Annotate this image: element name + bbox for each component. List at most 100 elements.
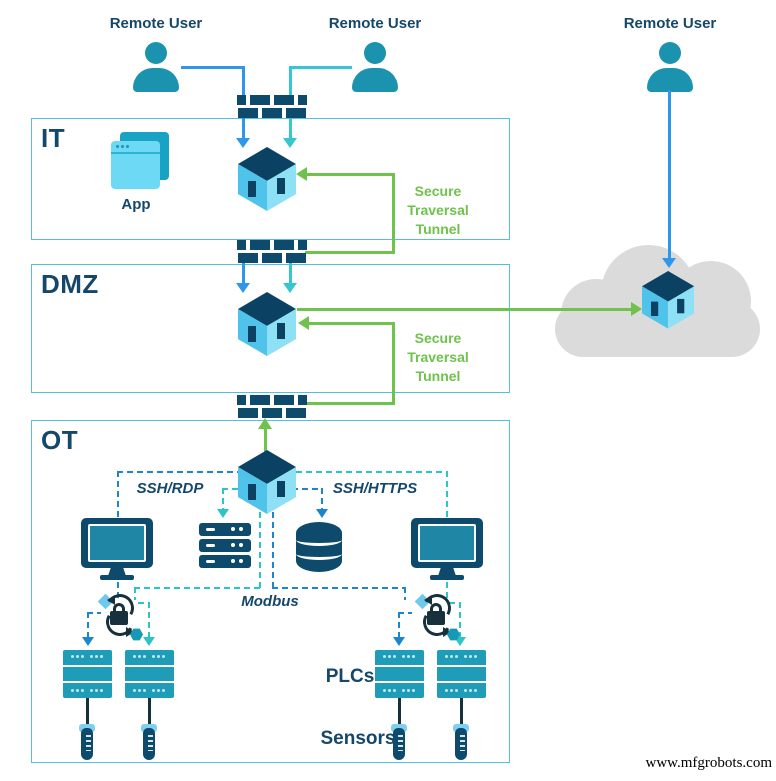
sensor-icon (453, 724, 469, 761)
line-segment (292, 488, 323, 490)
brick (262, 108, 282, 118)
encryption-lock-icon-left (94, 590, 146, 644)
firewall-row (237, 395, 307, 405)
app-icon (111, 132, 171, 190)
brick (274, 95, 294, 105)
window-titlebar (111, 152, 160, 154)
database-line (296, 534, 342, 546)
brick (286, 408, 306, 418)
remote-user-2-label: Remote User (328, 15, 422, 32)
line-segment (272, 512, 274, 588)
dmz-zone-box: DMZ (31, 264, 510, 393)
line-segment (289, 66, 292, 98)
sensor-ticks (460, 735, 465, 751)
secure-tunnel-it-label: Secure Traversal Tunnel (407, 183, 469, 237)
arrowhead-down (143, 637, 155, 646)
firewall-row (238, 408, 306, 418)
person-head (364, 42, 386, 64)
arrowhead-down (393, 637, 405, 646)
line-segment (446, 471, 448, 518)
line-segment (259, 512, 261, 588)
padlock-body (110, 611, 128, 625)
plc-dots (445, 655, 448, 658)
brick (274, 395, 294, 405)
line-segment (242, 117, 245, 139)
dmz-zone-label: DMZ (41, 269, 99, 299)
remote-user-3-label: Remote User (623, 15, 717, 32)
database-icon (296, 522, 342, 572)
brick (237, 95, 246, 105)
plc-dots (71, 689, 74, 692)
arrowhead-down (316, 509, 328, 518)
line-segment (404, 587, 406, 600)
arrowhead-right (631, 302, 642, 316)
arrowhead-up (258, 418, 272, 429)
brick (262, 253, 282, 263)
line-segment (117, 471, 240, 473)
ssh-https-label: SSH/HTTPS (332, 480, 418, 497)
plc-dots (383, 689, 386, 692)
plc-dots (133, 689, 136, 692)
cycle-arrowhead (126, 627, 134, 637)
brick (274, 240, 294, 250)
arrowhead-left (298, 316, 309, 330)
line-segment (117, 471, 119, 518)
line-segment (296, 471, 448, 473)
firewall-row (237, 240, 307, 250)
plc-dots (71, 655, 74, 658)
monitor-screen (88, 524, 146, 562)
line-segment (289, 262, 292, 284)
line-segment (242, 66, 245, 98)
cycle-arrowhead (443, 627, 451, 637)
person-body (133, 68, 179, 92)
server-bar (199, 539, 251, 552)
it-zone-label: IT (41, 123, 66, 153)
firewall-row (238, 108, 306, 118)
line-segment (297, 308, 631, 311)
padlock-shackle (113, 603, 125, 613)
database-line (296, 548, 342, 560)
line-segment (117, 582, 119, 598)
line-segment (392, 322, 395, 405)
monitor-stand (108, 568, 126, 576)
plc-dots (133, 655, 136, 658)
stem-line (148, 698, 151, 728)
line-segment (134, 587, 261, 589)
arrowhead-down (283, 138, 297, 148)
plc-dots (445, 689, 448, 692)
ssh-rdp-label: SSH/RDP (136, 480, 204, 497)
brick (250, 240, 270, 250)
plc-icon (125, 650, 174, 698)
brick (298, 240, 307, 250)
sensor-icon (391, 724, 407, 761)
brick (286, 108, 306, 118)
line-segment (305, 251, 395, 254)
sensor-ticks (148, 735, 153, 751)
person-body (352, 68, 398, 92)
encryption-lock-icon-right (411, 590, 463, 644)
cube-door (248, 326, 256, 342)
node-hexagon (447, 628, 460, 641)
line-segment (392, 173, 395, 254)
sensor-ticks (86, 735, 91, 751)
line-segment (272, 587, 406, 589)
brick (250, 95, 270, 105)
brick (238, 253, 258, 263)
remote-user-1-icon (131, 42, 181, 92)
firewall-row (237, 95, 307, 105)
cube-door (248, 484, 256, 500)
it-gateway-cube-icon (238, 147, 296, 211)
line-segment (134, 587, 136, 600)
monitor-stand (438, 568, 456, 576)
cycle-arrowhead (107, 595, 115, 605)
stem-line (460, 698, 463, 728)
firewall-icon-top (235, 95, 309, 118)
arrowhead-down (236, 138, 250, 148)
line-segment (321, 488, 323, 510)
brick (286, 253, 306, 263)
monitor-base (100, 575, 134, 580)
brick (238, 108, 258, 118)
line-segment (305, 402, 395, 405)
cube-door (277, 178, 285, 194)
